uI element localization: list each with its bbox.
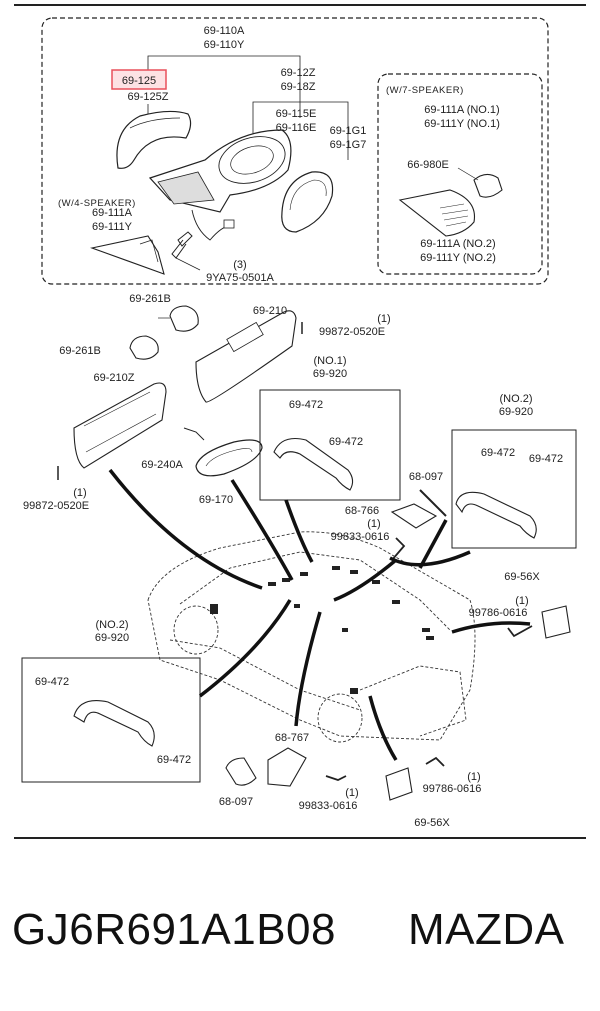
grip-no1-box [259,389,401,501]
grip-no2-right-cap-b: 69-472 [529,453,563,465]
grip-no2-left-title: (NO.2) [96,619,129,631]
lamp-top-drawing [541,605,571,639]
hook-top-drawing [419,489,447,517]
grip-no2-left-box [21,657,201,783]
hanger-bot-label: 68-767 [275,732,309,744]
screw-top-qty: (1) [367,518,380,530]
bolt-bot-drawing [425,756,445,767]
w7-speaker-title: (W/7-SPEAKER) [386,85,464,96]
grip-no2-left-part: 69-920 [95,632,129,644]
visor-right-drawing [195,310,297,403]
rear-mirror-label: 69-170 [199,494,233,506]
lens-label-1g7: 69-1G7 [330,139,367,151]
clip-top-label: 69-261B [129,293,171,305]
grip-no1-part: 69-920 [313,368,347,380]
w4-speaker-drawing [90,235,165,275]
mirror-label-110y: 69-110Y [204,39,245,51]
screw-bot-part: 99833-0616 [299,800,358,812]
clip-top-drawing [169,305,199,332]
w7-speaker-part: 66-980E [407,159,449,171]
grip-no1-title: (NO.1) [314,355,347,367]
w7-label-111a-no2: 69-111A (NO.2) [420,238,495,250]
w7-tweeter-drawing [398,189,476,237]
screw-left-part: 99872-0520E [23,500,89,512]
hook-top-label: 68-097 [409,471,443,483]
screw-bot-drawing [325,775,347,781]
grip-no1-drawing [273,437,354,491]
glass-label-12z: 69-12Z [281,67,316,79]
bolt-bot-part: 99786-0616 [423,783,482,795]
mirror-glass-drawing [281,171,334,233]
screw-right-qty: (1) [377,313,390,325]
hook-bot-label: 68-097 [219,796,253,808]
grip-no2-right-part: 69-920 [499,406,533,418]
lamp-bot-drawing [385,767,413,801]
clip-left-label: 69-261B [59,345,101,357]
hook-bot-drawing [225,757,257,786]
lamp-bot-label: 69-56X [414,817,450,829]
grip-no2-left-cap-b: 69-472 [157,754,191,766]
w7-label-111y-no1: 69-111Y (NO.1) [424,118,500,130]
glass-label-18z: 69-18Z [281,81,316,93]
hanger-top-drawing [390,503,438,529]
part-number: GJ6R691A1B08 [12,905,336,954]
grip-no2-right-title: (NO.2) [500,393,533,405]
bolt-qty: (3) [233,259,246,271]
footer: GJ6R691A1B08 MAZDA [0,905,600,975]
cover-label-125z: 69-125Z [128,91,169,103]
w4-speaker-title: (W/4-SPEAKER) [58,198,136,209]
grip-no2-right-drawing [455,491,537,539]
bolt-bot-qty: (1) [467,771,480,783]
callout-curves [108,468,531,761]
grip-no2-left-drawing [73,700,155,747]
bolt-part: 9YA75-0501A [206,272,274,284]
screw-top-drawing [391,537,406,561]
w7-label-111a-no1: 69-111A (NO.1) [424,104,499,116]
leader-12z [252,101,349,160]
screw-left-qty: (1) [73,487,86,499]
grip-no2-left-cap-a: 69-472 [35,676,69,688]
mirror-group-box [41,17,549,285]
interior-mounts [210,566,434,694]
lamp-top-label: 69-56X [504,571,540,583]
rear-mirror-drawing [195,439,263,477]
w7-label-111y-no2: 69-111Y (NO.2) [420,252,496,264]
hanger-bot-drawing [267,747,307,787]
visor-right-label: 69-210 [253,305,287,317]
clip-left-drawing [129,335,159,360]
lens-label-1g1: 69-1G1 [330,125,367,137]
cover-label-125: 69-125 [122,75,156,87]
visor-left-drawing [73,382,167,469]
bolt-top-part: 99786-0616 [469,607,528,619]
screw-right-part: 99872-0520E [319,326,385,338]
rear-mirror-a-label: 69-240A [141,459,183,471]
screw-top-part: 99833-0616 [331,531,390,543]
w4-label-111y: 69-111Y [92,221,133,233]
grip-no1-cap-b: 69-472 [329,436,363,448]
body-label-116e: 69-116E [276,122,317,134]
highlight-box [111,69,167,90]
mirror-label-110a: 69-110A [204,25,245,37]
visor-left-label: 69-210Z [94,372,135,384]
grip-no2-right-cap-a: 69-472 [481,447,515,459]
screw-bot-qty: (1) [345,787,358,799]
bolt-drawing [171,231,193,259]
vehicle-drawing [147,531,476,743]
bolt-top-drawing [507,625,533,638]
w7-speaker-drawing [473,173,503,198]
w7-speaker-box [377,73,543,275]
brand-name: MAZDA [408,905,565,954]
grip-no1-cap-a: 69-472 [289,399,323,411]
bolt-top-qty: (1) [515,595,528,607]
body-label-115e: 69-115E [276,108,317,120]
w4-label-111a: 69-111A [92,207,133,219]
grip-no2-right-box [451,429,577,549]
hanger-top-label: 68-766 [345,505,379,517]
